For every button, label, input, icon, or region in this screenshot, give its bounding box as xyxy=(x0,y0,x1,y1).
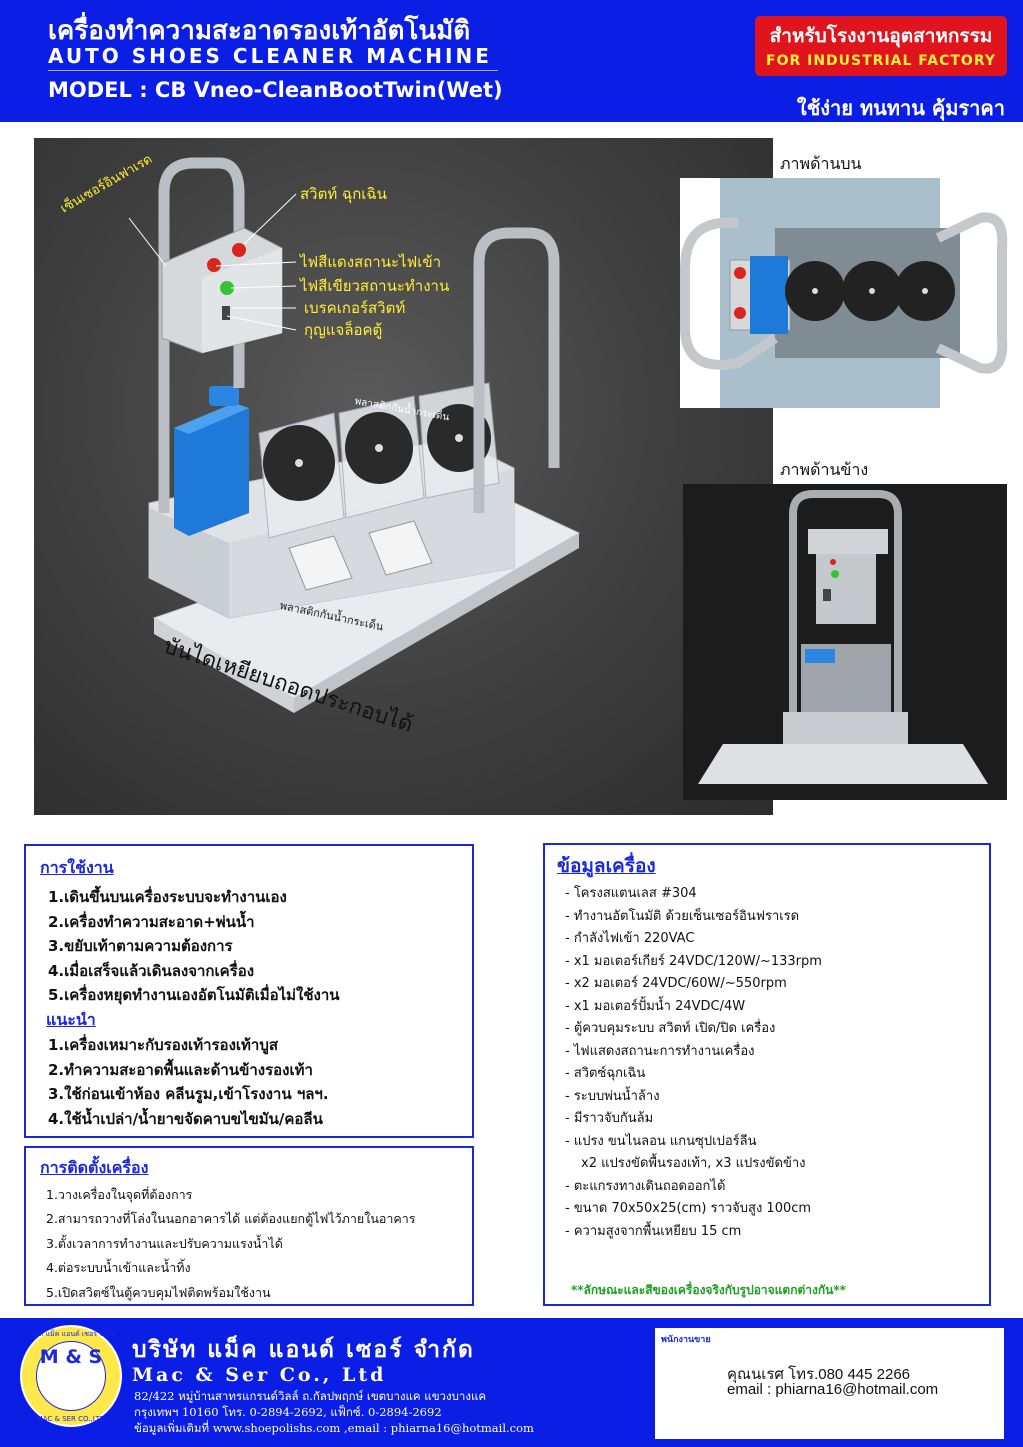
main-product-render: เซ็นเซอร์อินฟาเรด สวิตท์ ฉุกเฉิน ไฟสีแดง… xyxy=(34,138,773,815)
company-phone-fax: กรุงเทพฯ 10160 โทร. 0-2894-2692, แฟ็กซ์.… xyxy=(134,1405,442,1419)
usage-step: 2.เครื่องทำความสะอาด+พ่นน้ำ xyxy=(48,912,255,931)
installation-step: 3.ตั้งเวลาการทำงานและปรับความแรงน้ำได้ xyxy=(46,1235,283,1251)
top-view-label: ภาพด้านบน xyxy=(780,154,862,173)
header-banner: เครื่องทำความสะอาดรองเท้าอัตโนมัติ AUTO … xyxy=(0,0,1023,122)
side-view-label: ภาพด้านข้าง xyxy=(780,460,869,479)
spec-item: - ความสูงจากพื้นเหยียบ 15 cm xyxy=(565,1223,742,1239)
logo-ring-text-top: บริษัท แม็ค แอนด์ เซอร์ จำกัด xyxy=(25,1330,117,1338)
top-view-illustration xyxy=(680,178,1008,408)
specifications-section: ข้อมูลเครื่อง - โครงสแตนเลส #304 - ทำงาน… xyxy=(543,843,991,1306)
spec-item: - x1 มอเตอร์เกียร์ 24VDC/120W/~133rpm xyxy=(565,953,822,969)
usage-step: 1.เดินขึ้นบนเครื่องระบบจะทำงานเอง xyxy=(48,888,287,906)
advice-item: 3.ใช้ก่อนเข้าห้อง คลีนรูม,เข้าโรงงาน ฯลฯ… xyxy=(48,1085,329,1104)
spec-item: x2 แปรงขัดพื้นรองเท้า, x3 แปรงขัดข้าง xyxy=(581,1156,806,1171)
spec-item: - ตู้ควบคุมระบบ สวิตท์ เปิด/ปิด เครื่อง xyxy=(565,1021,776,1036)
logo-ring-text-bottom: MAC & SER CO.,LTD xyxy=(36,1415,106,1423)
advice-item: 4.ใช้น้ำเปล่า/น้ำยาขจัดคาบขไขมัน/คอลีน xyxy=(48,1109,323,1128)
spec-item: - x2 มอเตอร์ 24VDC/60W/~550rpm xyxy=(565,976,787,991)
company-name-thai: บริษัท แม็ค แอนด์ เซอร์ จำกัด xyxy=(132,1336,475,1363)
installation-step: 1.วางเครื่องในจุดที่ต้องการ xyxy=(46,1187,193,1202)
sales-contact-box: พนักงานขาย คุณนเรศ โทร.080 445 2266 emai… xyxy=(655,1328,1004,1439)
advice-title: แนะนำ xyxy=(46,1009,96,1029)
usage-step: 3.ขยับเท้าตามความต้องการ xyxy=(48,937,233,956)
company-website: ข้อมูลเพิ่มเติมที่ www.shoepolishs.com ,… xyxy=(134,1421,534,1435)
company-logo: บริษัท แม็ค แอนด์ เซอร์ จำกัด M & S MAC … xyxy=(20,1325,122,1427)
sales-contact-phone: คุณนเรศ โทร.080 445 2266 xyxy=(727,1366,911,1383)
usage-step: 5.เครื่องหยุดทำงานเองอัตโนมัติเมื่อไม่ใช… xyxy=(48,986,340,1005)
callout-breaker: เบรคเกอร์สวิตท์ xyxy=(304,299,406,317)
installation-step: 2.สามารถวางที่โล่งในนอกอาคารได้ แต่ต้องแ… xyxy=(46,1211,416,1227)
callout-emergency-switch: สวิตท์ ฉุกเฉิน xyxy=(300,185,387,203)
company-name-english: Mac & Ser Co., Ltd xyxy=(132,1364,387,1386)
callout-green-light: ไฟสีเขียวสถานะทำงาน xyxy=(300,277,450,295)
advice-item: 1.เครื่องเหมาะกับรองเท้ารองเท้าบูส xyxy=(48,1035,279,1054)
callout-cabinet-lock: กุญแจล็อคตู้ xyxy=(304,321,383,339)
sales-contact-email: email : phiarna16@hotmail.com xyxy=(727,1381,939,1398)
product-title-english: AUTO SHOES CLEANER MACHINE xyxy=(48,44,492,68)
spec-item: - โครงสแตนเลส #304 xyxy=(565,886,697,901)
spec-item: - x1 มอเตอร์ปั้มน้ำ 24VDC/4W xyxy=(565,998,746,1014)
title-divider xyxy=(48,70,498,71)
installation-step: 5.เปิดสวิตซ์ในตู้ควบคุมไฟติดพร้อมใช้งาน xyxy=(46,1284,271,1300)
spec-item: - ไฟแสดงสถานะการทำงานเครื่อง xyxy=(565,1043,755,1059)
spec-item: - ขนาด 70x50x25(cm) ราวจับสูง 100cm xyxy=(565,1201,812,1216)
industrial-badge: สำหรับโรงงานอุตสาหกรรม FOR INDUSTRIAL FA… xyxy=(755,16,1007,76)
spec-item: - มีราวจับกันล้ม xyxy=(565,1111,654,1126)
side-view-illustration xyxy=(698,490,988,784)
usage-section: การใช้งาน 1.เดินขึ้นบนเครื่องระบบจะทำงาน… xyxy=(24,844,474,1138)
spec-item: - กำลังไฟเข้า 220VAC xyxy=(565,931,695,946)
side-view-image xyxy=(683,484,1007,800)
badge-thai: สำหรับโรงงานอุตสาหกรรม xyxy=(769,25,993,47)
spec-item: - ตะแกรงทางเดินถอดออกได้ xyxy=(565,1178,726,1194)
spec-item: - สวิตซ์ฉุกเฉิน xyxy=(565,1066,646,1081)
badge-english: FOR INDUSTRIAL FACTORY xyxy=(766,53,996,69)
slogan: ใช้ง่าย ทนทาน คุ้มราคา xyxy=(796,96,1005,120)
top-view-image xyxy=(680,178,1020,408)
model-name: MODEL : CB Vneo-CleanBootTwin(Wet) xyxy=(48,78,503,102)
advice-item: 2.ทำความสะอาดพื้นและด้านข้างรองเท้า xyxy=(48,1060,313,1079)
spec-item: - ทำงานอัตโนมัติ ด้วยเซ็นเซอร์อินฟราเรด xyxy=(565,908,800,924)
specifications-title: ข้อมูลเครื่อง xyxy=(557,855,656,877)
product-title-thai: เครื่องทำความสะอาดรองเท้าอัตโนมัติ xyxy=(48,16,471,46)
footer-banner: บริษัท แม็ค แอนด์ เซอร์ จำกัด M & S MAC … xyxy=(0,1318,1023,1447)
machine-illustration xyxy=(128,157,581,713)
installation-step: 4.ต่อระบบน้ำเข้าและน้ำทิ้ง xyxy=(46,1260,191,1276)
usage-step: 4.เมื่อเสร็จแล้วเดินลงจากเครื่อง xyxy=(48,961,255,980)
spec-item: - แปรง ขนไนลอน แกนซุปเปอร์ลีน xyxy=(565,1133,757,1149)
usage-title: การใช้งาน xyxy=(40,858,114,877)
sales-contact-label: พนักงานขาย xyxy=(661,1335,711,1345)
installation-section: การติดตั้งเครื่อง 1.วางเครื่องในจุดที่ต้… xyxy=(24,1146,474,1306)
installation-title: การติดตั้งเครื่อง xyxy=(40,1158,149,1177)
logo-initials: M & S xyxy=(39,1346,103,1368)
spec-item: - ระบบพ่นน้ำล้าง xyxy=(565,1088,660,1104)
callout-red-light: ไฟสีแดงสถานะไฟเข้า xyxy=(300,253,441,271)
disclaimer-note: **ลักษณะและสีของเครื่องจริงกับรูปอาจแตกต… xyxy=(571,1283,846,1297)
logo-emblem: M & S xyxy=(36,1341,106,1411)
company-address: 82/422 หมู่บ้านสาทรแกรนด์วิลล์ ถ.กัลปพฤก… xyxy=(134,1389,487,1403)
